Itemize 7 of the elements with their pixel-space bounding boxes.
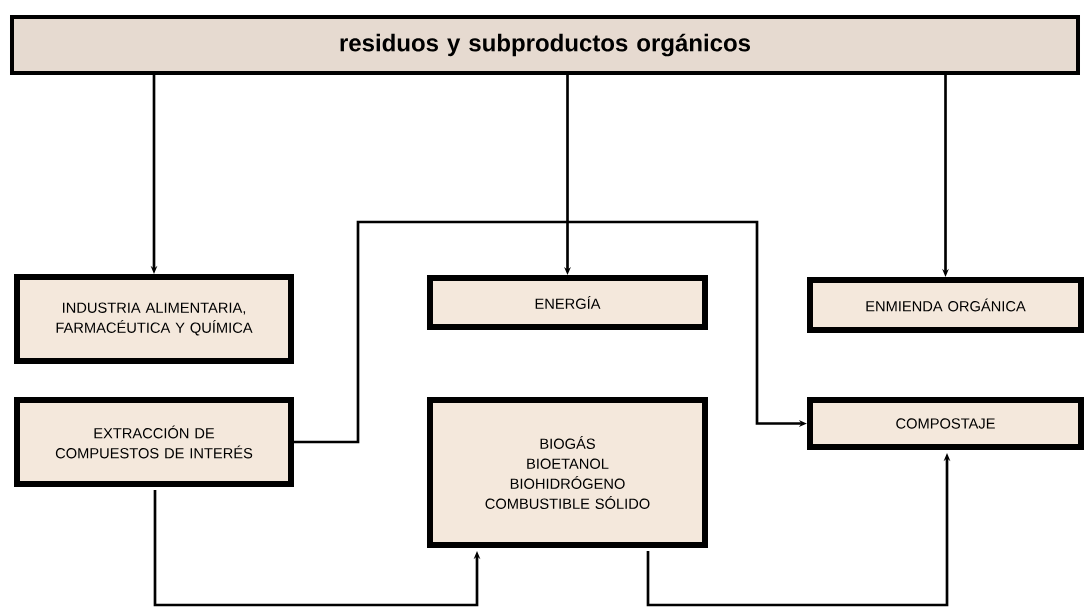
process-box: INDUSTRIA ALIMENTARIA, FARMACÉUTICA Y QUÍMICA <box>14 274 294 364</box>
process-box: ENERGÍA <box>427 275 708 330</box>
process-box: COMPOSTAJE <box>807 397 1084 450</box>
title-box: residuos y subproductos orgánicos <box>10 15 1080 75</box>
process-box: EXTRACCIÓN DE COMPUESTOS DE INTERÉS <box>14 397 294 487</box>
process-box: ENMIENDA ORGÁNICA <box>807 277 1084 333</box>
process-box: BIOGÁS BIOETANOL BIOHIDRÓGENO COMBUSTIBLE SÓLIDO <box>427 397 708 548</box>
